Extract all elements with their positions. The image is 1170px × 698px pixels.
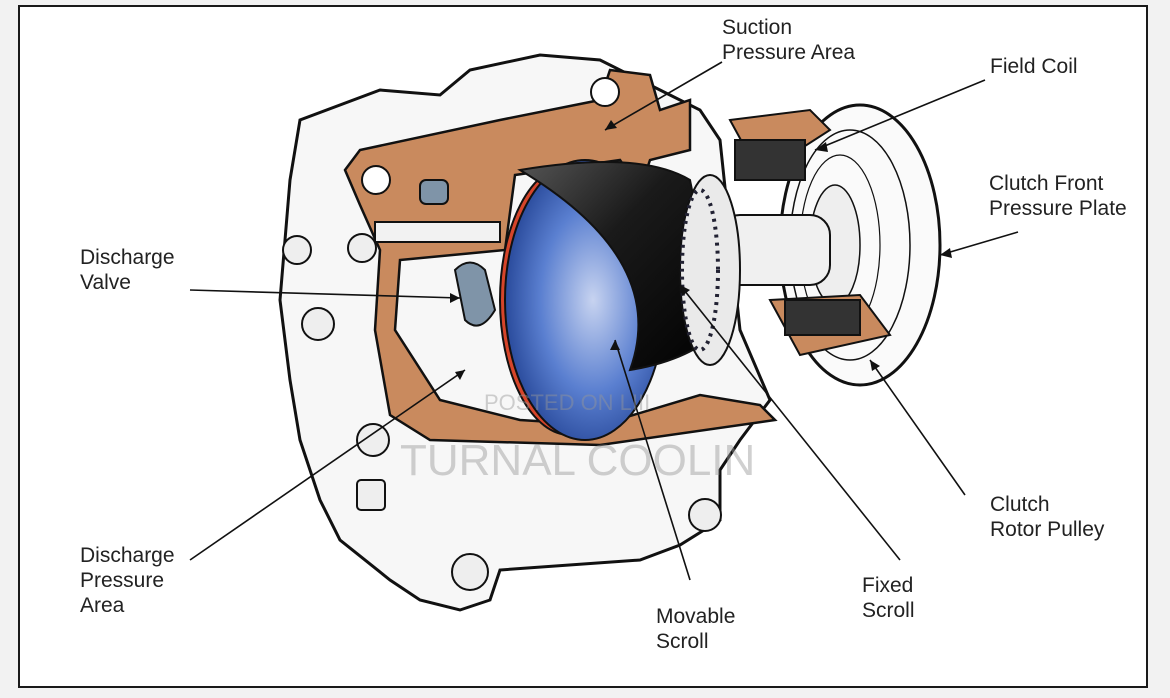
- discharge-valve: [453, 261, 497, 327]
- label-movable-scroll: Movable Scroll: [656, 605, 736, 653]
- label-clutch-front-pressure-plate: Clutch Front Pressure Plate: [989, 172, 1127, 220]
- label-fixed-scroll: Fixed Scroll: [862, 574, 915, 622]
- label-suction-pressure-area: Suction Pressure Area: [722, 16, 856, 64]
- label-discharge-pressure-area: Discharge Pressure Area: [80, 544, 175, 617]
- arrowheads: [450, 120, 952, 380]
- label-field-coil: Field Coil: [990, 55, 1078, 78]
- watermark-line-2: TURNAL COOLIN: [400, 436, 756, 485]
- housing-cutaway: [343, 68, 778, 447]
- watermark-line-1: POSTED ON LIII: [484, 390, 651, 415]
- label-discharge-valve: Discharge Valve: [80, 246, 175, 294]
- bolts: [282, 221, 722, 591]
- leader-lines: [189, 61, 1019, 581]
- label-clutch-rotor-pulley: Clutch Rotor Pulley: [990, 493, 1105, 541]
